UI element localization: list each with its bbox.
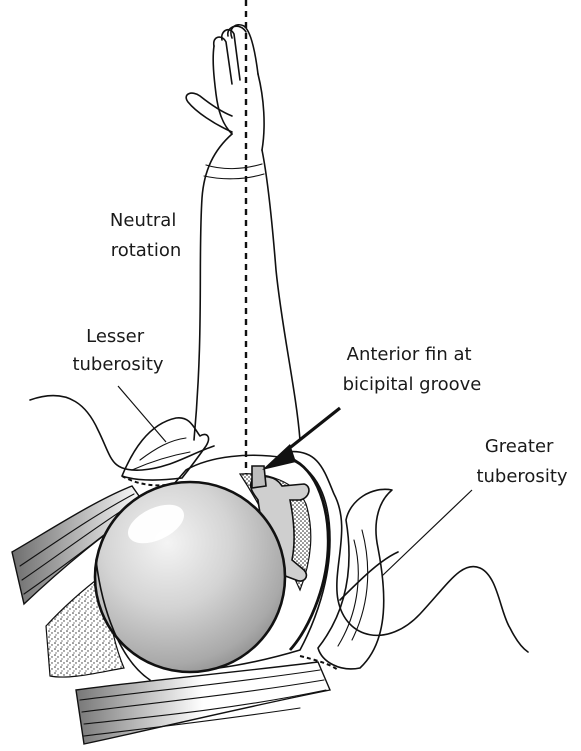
label-neutral-rotation: Neutral rotation — [110, 210, 182, 261]
greater-tuberosity-leader — [382, 490, 472, 576]
lesser-tuberosity-fragment — [122, 418, 208, 486]
lesser-tuberosity-leader — [118, 386, 166, 442]
label-anterior-fin: Anterior fin at bicipital groove — [343, 344, 482, 395]
greater-tuberosity-fragment — [300, 489, 392, 670]
humeral-head-prosthesis — [95, 482, 285, 680]
arrow-head — [262, 444, 296, 470]
lower-muscle — [76, 662, 330, 744]
label-greater-tuberosity: Greater tuberosity — [476, 436, 567, 487]
label-lesser-tuberosity: Lesser tuberosity — [72, 326, 163, 375]
forearm-hand — [186, 25, 300, 440]
labels: Neutral rotation Lesser tuberosity Anter… — [72, 210, 567, 487]
